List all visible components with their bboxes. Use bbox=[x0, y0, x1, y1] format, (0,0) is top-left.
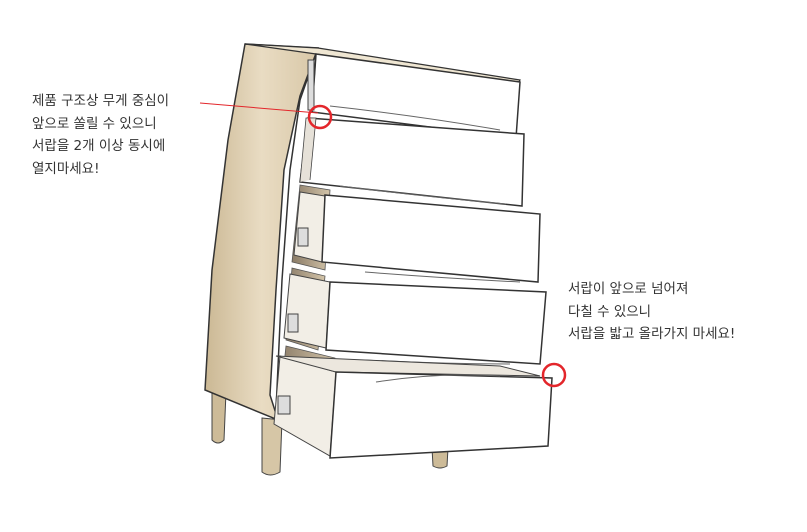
dresser-legs bbox=[211, 389, 449, 476]
warning-circle-marker bbox=[307, 104, 333, 130]
drawer-5 bbox=[273, 355, 553, 459]
left-leader-line bbox=[199, 102, 319, 114]
drawer-4 bbox=[283, 273, 547, 365]
warning-right-line-2: 다칠 수 있으니 bbox=[568, 303, 652, 320]
warning-right-line-3: 서랍을 밟고 올라가지 마세요! bbox=[568, 326, 736, 342]
warning-right-line-1: 서랍이 앞으로 넘어져 bbox=[568, 281, 689, 297]
drawer-2 bbox=[299, 117, 525, 207]
warning-left-line-2: 앞으로 쏠릴 수 있으니 bbox=[32, 115, 157, 132]
warning-left-line-1: 제품 구조상 무게 중심이 bbox=[32, 93, 170, 109]
warning-note-left: 제품 구조상 무게 중심이 앞으로 쏠릴 수 있으니 서랍을 2개 이상 동시에… bbox=[32, 90, 169, 180]
drawer-3 bbox=[293, 191, 541, 283]
dresser-side-panel bbox=[204, 43, 320, 422]
warning-left-line-3: 서랍을 2개 이상 동시에 bbox=[32, 138, 166, 154]
warning-note-right: 서랍이 앞으로 넘어져 다칠 수 있으니 서랍을 밟고 올라가지 마세요! bbox=[568, 278, 735, 346]
warning-circle-marker bbox=[541, 362, 567, 388]
drawer-slides bbox=[277, 59, 315, 415]
warning-left-line-4: 열지마세요! bbox=[32, 160, 100, 177]
